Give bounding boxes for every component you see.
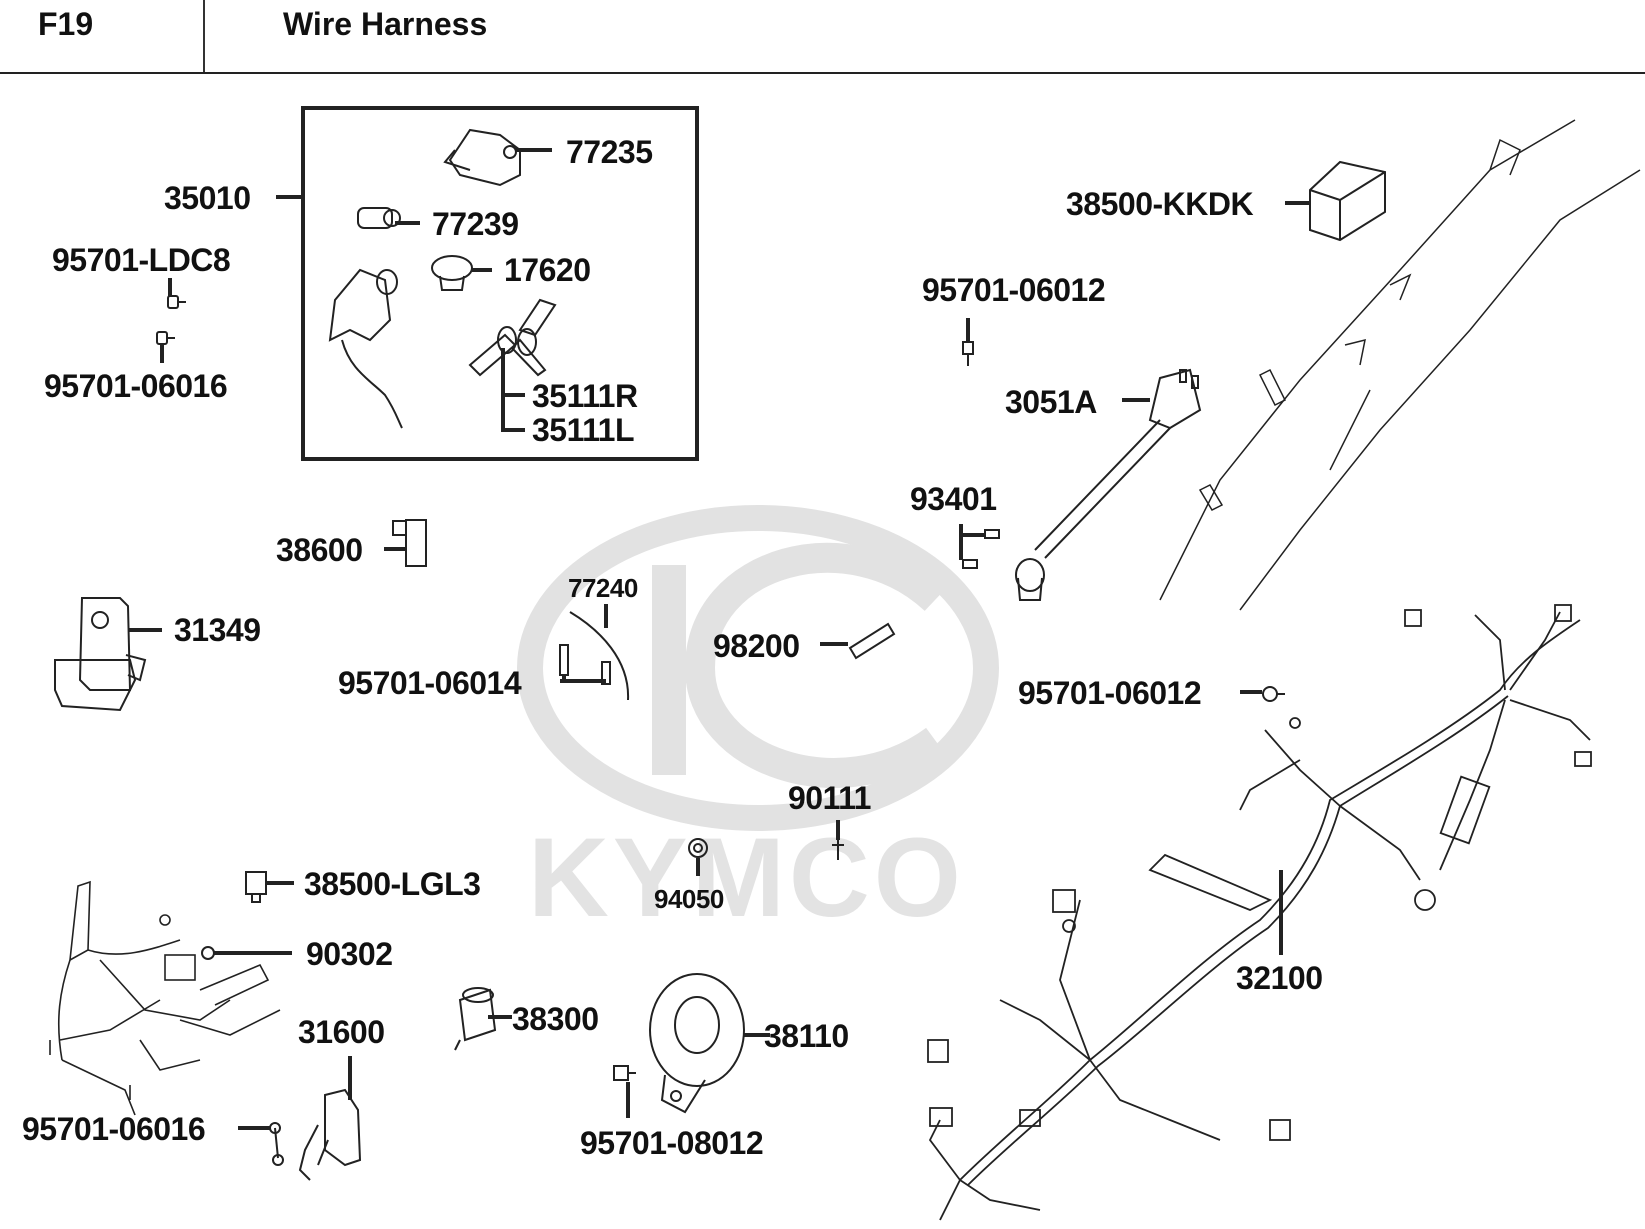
logo-k-arc (684, 542, 946, 788)
part-label-90302: 90302 (306, 936, 393, 972)
page-header: F19 Wire Harness (0, 0, 1645, 74)
part-label-77240: 77240 (568, 573, 638, 603)
nut-94050 (688, 838, 708, 858)
part-label-95701-08012: 95701-08012 (580, 1125, 764, 1161)
part-label-77235: 77235 (566, 134, 653, 170)
logo-k-stem (652, 565, 686, 775)
part-label-35111l: 35111L (532, 412, 635, 448)
part-label-95701-ldc8: 95701-LDC8 (52, 242, 231, 278)
rear-frame (49, 880, 281, 1116)
screw-90111 (832, 840, 844, 860)
part-label-35111r: 35111R (532, 378, 638, 414)
part-label-38500-lgl3: 38500-LGL3 (304, 866, 481, 902)
leader-95701-06014 (560, 675, 606, 683)
part-label-35010: 35010 (164, 180, 251, 216)
seat-lock-part (443, 128, 521, 187)
part-label-3051a: 3051A (1005, 384, 1097, 420)
page-title: Wire Harness (283, 6, 488, 42)
leader-93401 (959, 524, 985, 560)
bolt-08012 (613, 1065, 636, 1081)
part-label-38110: 38110 (764, 1018, 849, 1054)
horn-part (649, 973, 745, 1114)
wire-harness-32100 (927, 604, 1592, 1221)
lock-cylinder-part (357, 207, 401, 229)
bolt-06016-bottom (269, 1122, 284, 1166)
part-label-31349: 31349 (174, 612, 261, 648)
keys-part (468, 298, 557, 377)
part-label-95701-06016-a: 95701-06016 (44, 368, 228, 404)
seat-lock-cable-part (559, 611, 630, 701)
part-label-98200: 98200 (713, 628, 800, 664)
bolt-06012-top (962, 341, 974, 366)
ignition-coil-part (1015, 368, 1202, 601)
flasher-relay-part (245, 871, 267, 903)
part-label-17620: 17620 (504, 252, 591, 288)
logo-ring (517, 505, 999, 831)
part-label-38600: 38600 (276, 532, 363, 568)
bolt-ldc8 (167, 295, 186, 309)
leader-keys (501, 348, 525, 432)
part-label-32100: 32100 (1236, 960, 1323, 996)
part-label-95701-06012-b: 95701-06012 (1018, 675, 1202, 711)
part-label-90111: 90111 (788, 780, 871, 816)
bolt-06016 (156, 331, 175, 345)
part-label-77239: 77239 (432, 206, 519, 242)
part-label-93401: 93401 (910, 481, 997, 517)
starter-relay-part (454, 987, 497, 1051)
fuse-part (848, 622, 896, 660)
section-code: F19 (38, 6, 94, 42)
lock-set-box (301, 106, 699, 461)
part-label-95701-06012-a: 95701-06012 (922, 272, 1106, 308)
regulator-part (298, 1088, 362, 1181)
part-label-38300: 38300 (512, 1001, 599, 1037)
part-label-31600: 31600 (298, 1014, 385, 1050)
fuel-cap-lock-part (431, 255, 473, 291)
part-label-95701-06016-b: 95701-06016 (22, 1111, 206, 1147)
relay-38600 (392, 519, 427, 567)
ignition-switch-part (328, 268, 403, 429)
relay-unit-kkdk (1309, 160, 1386, 242)
part-label-38500-kkdk: 38500-KKDK (1066, 186, 1254, 222)
frame-tube (1159, 119, 1641, 611)
header-divider (203, 0, 205, 72)
part-label-94050: 94050 (654, 884, 724, 914)
battery-strap-part (54, 597, 147, 712)
bolt-06012-mid (1262, 686, 1285, 702)
nut-90302 (201, 946, 215, 960)
part-label-95701-06014: 95701-06014 (338, 665, 522, 701)
kymco-watermark-text: KYMCO (528, 815, 965, 940)
